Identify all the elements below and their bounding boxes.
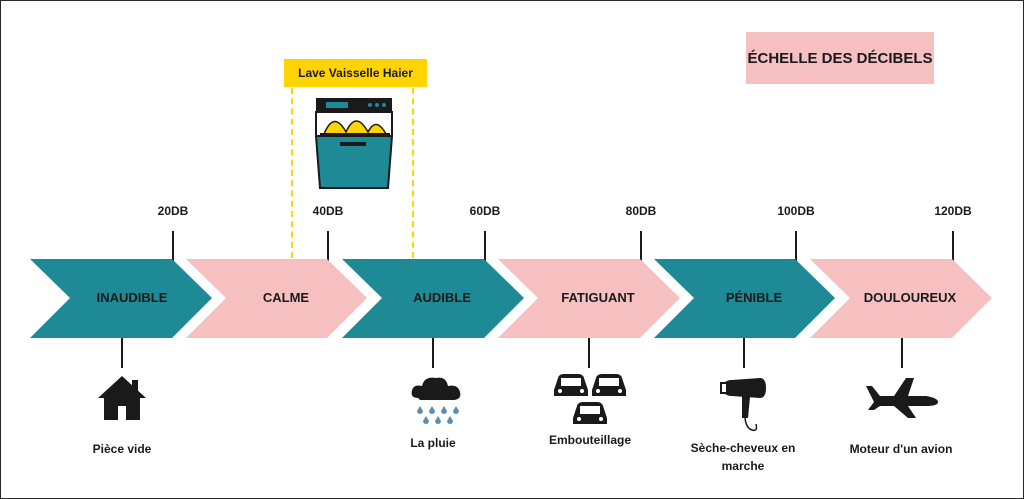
level-label-inaudible: INAUDIBLE <box>96 290 168 305</box>
tick-100db <box>795 231 797 261</box>
rain-cloud-icon <box>411 377 461 424</box>
level-label-penible: PÉNIBLE <box>725 290 783 305</box>
chevron-inaudible <box>30 259 212 338</box>
caption-embouteillage: Embouteillage <box>548 433 631 447</box>
dishwasher-icon <box>314 98 394 189</box>
tick-20db <box>172 231 174 261</box>
chevron-calme <box>186 259 367 338</box>
level-label-calme: CALME <box>262 290 310 305</box>
stem-seche-cheveux <box>743 338 745 368</box>
caption-seche-cheveux: Sèche-cheveux en marche <box>690 441 796 473</box>
tick-label-60db: 60DB <box>469 204 501 218</box>
caption-piece-vide: Pièce vide <box>92 442 152 456</box>
cars-icon <box>554 374 626 424</box>
level-label-audible: AUDIBLE <box>413 290 471 305</box>
hair-dryer-icon <box>720 378 766 432</box>
tick-label-120db: 120DB <box>934 204 972 218</box>
level-label-fatiguant: FATIGUANT <box>561 290 635 305</box>
tick-label-20db: 20DB <box>157 204 189 218</box>
tick-label-80db: 80DB <box>625 204 657 218</box>
dishwasher-range-left <box>291 88 293 258</box>
stem-avion <box>901 338 903 368</box>
house-icon <box>98 376 146 420</box>
chevron-penible <box>654 259 835 338</box>
tick-label-100db: 100DB <box>777 204 815 218</box>
tick-40db <box>327 231 329 261</box>
dishwasher-range-right <box>412 88 414 258</box>
tick-120db <box>952 231 954 261</box>
airplane-icon <box>866 378 938 418</box>
level-label-douloureux: DOULOUREUX <box>863 290 957 305</box>
tick-60db <box>484 231 486 261</box>
scale-title: ÉCHELLE DES DÉCIBELS <box>746 32 934 84</box>
tick-label-40db: 40DB <box>312 204 344 218</box>
chevron-fatiguant <box>498 259 680 338</box>
stem-pluie <box>432 338 434 368</box>
caption-avion: Moteur d'un avion <box>849 442 953 456</box>
caption-pluie: La pluie <box>410 436 456 450</box>
dishwasher-label: Lave Vaisselle Haier <box>284 59 427 87</box>
tick-80db <box>640 231 642 261</box>
chevron-audible <box>342 259 524 338</box>
chevron-douloureux <box>810 259 992 338</box>
stem-piece-vide <box>121 338 123 368</box>
stem-embouteillage <box>588 338 590 368</box>
